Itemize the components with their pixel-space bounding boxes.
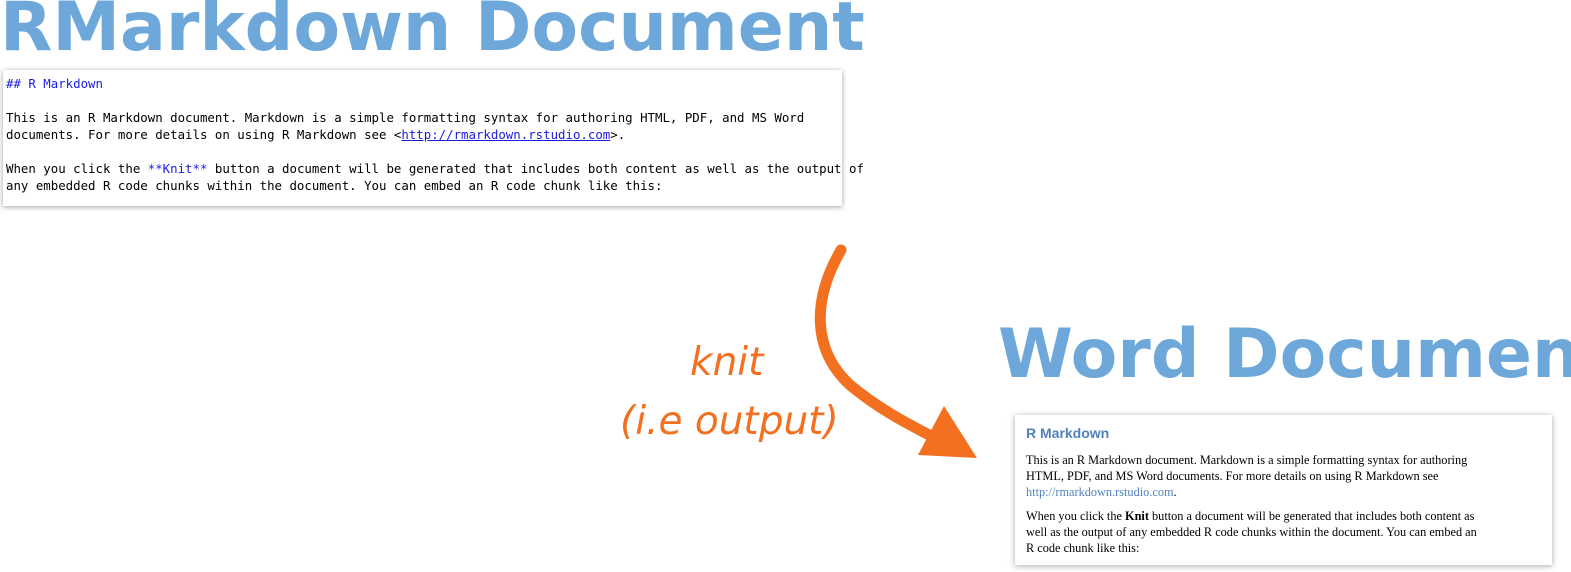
rmarkdown-document-title: RMarkdown Document bbox=[0, 0, 865, 67]
source-para1-line2: documents. For more details on using R M… bbox=[6, 126, 842, 143]
source-para2-line1-suffix: button a document will be generated that… bbox=[207, 161, 864, 176]
word-heading: R Markdown bbox=[1026, 425, 1110, 441]
knit-arrowhead-icon bbox=[918, 406, 977, 458]
word-para1: This is an R Markdown document. Markdown… bbox=[1026, 452, 1542, 500]
source-para2-line2: any embedded R code chunks within the do… bbox=[6, 178, 663, 193]
word-para2-line2: well as the output of any embedded R cod… bbox=[1026, 525, 1477, 539]
source-link[interactable]: http://rmarkdown.rstudio.com bbox=[401, 127, 611, 142]
source-para2-line1-prefix: When you click the bbox=[6, 161, 148, 176]
word-output-panel: R Markdown This is an R Markdown documen… bbox=[1015, 415, 1552, 565]
word-link-suffix: . bbox=[1173, 485, 1177, 499]
source-knit-bold-syntax: **Knit** bbox=[147, 161, 208, 176]
word-para1-line2: HTML, PDF, and MS Word documents. For mo… bbox=[1026, 469, 1439, 483]
word-para2-line1-suffix: button a document will be generated that… bbox=[1148, 509, 1475, 523]
word-para2-line3: R code chunk like this: bbox=[1026, 541, 1140, 555]
source-heading: ## R Markdown bbox=[6, 76, 103, 91]
knit-label: knit bbox=[690, 340, 764, 385]
word-para2-line1: When you click the Knit button a documen… bbox=[1026, 508, 1542, 524]
source-para2-line1: When you click the **Knit** button a doc… bbox=[6, 160, 864, 177]
source-blank-line bbox=[6, 92, 842, 109]
source-para1-line1: This is an R Markdown document. Markdown… bbox=[6, 110, 805, 125]
word-para2-line1-prefix: When you click the bbox=[1026, 509, 1126, 523]
word-para1-line1: This is an R Markdown document. Markdown… bbox=[1026, 453, 1468, 467]
word-knit-bold: Knit bbox=[1125, 509, 1149, 523]
word-para1-line3: http://rmarkdown.rstudio.com. bbox=[1026, 484, 1542, 500]
word-para2: When you click the Knit button a documen… bbox=[1026, 508, 1542, 556]
source-para1-line2-suffix: >. bbox=[610, 127, 626, 142]
knit-sublabel: (i.e output) bbox=[620, 399, 839, 444]
source-blank-line bbox=[6, 143, 842, 160]
word-document-title: Word Document bbox=[998, 315, 1571, 394]
rmarkdown-source-panel: ## R Markdown This is an R Markdown docu… bbox=[3, 70, 864, 206]
word-link[interactable]: http://rmarkdown.rstudio.com bbox=[1026, 485, 1174, 499]
source-para1-line2-prefix: documents. For more details on using R M… bbox=[6, 127, 402, 142]
